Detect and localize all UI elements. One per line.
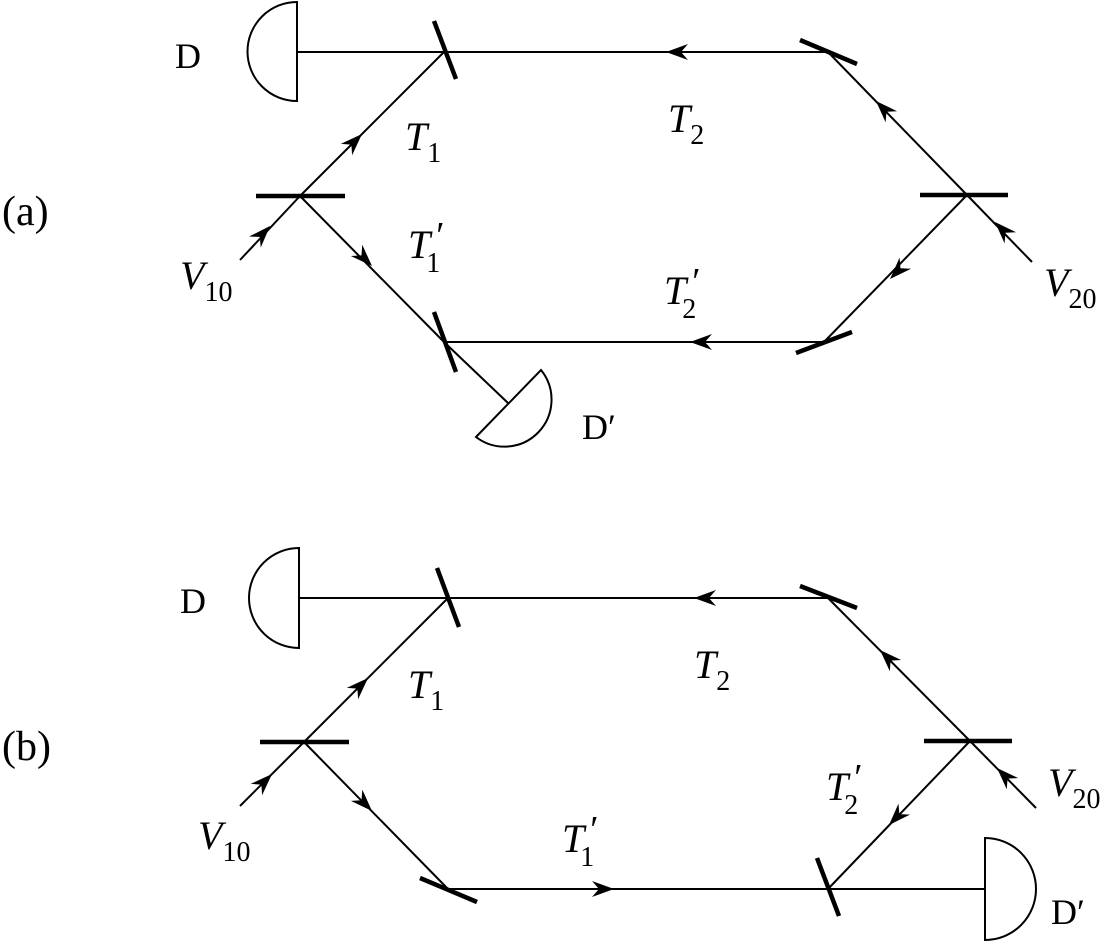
mirror-top-right — [799, 37, 858, 67]
panel-b-label: (b) — [2, 724, 51, 770]
panel-a: (a) — [2, 0, 1096, 448]
arrow-t1-prime — [350, 244, 378, 272]
beam-v10-input — [239, 195, 301, 261]
detector-d-prime — [474, 368, 553, 448]
beam-upper-right-diagonal — [827, 51, 968, 196]
beam-to-detector-d-prime — [443, 341, 509, 404]
panel-a-beams — [239, 51, 1033, 404]
panel-a-label: (a) — [2, 189, 49, 235]
panel-a-labels: D D′ T1 T1′ T2 T2′ V10 V20 — [175, 36, 1096, 447]
beam-upper-right-diagonal — [827, 597, 971, 742]
label-v20: V20 — [1044, 260, 1096, 315]
panel-a-detectors — [246, 0, 553, 448]
mirror-bottom-right — [795, 329, 853, 356]
panel-b: (b) — [2, 546, 1100, 942]
detector-d-prime — [984, 836, 1037, 942]
beam-splitter-top-recombine — [434, 567, 462, 628]
panel-a-optics — [256, 20, 1008, 373]
panel-b-labels: D D′ T1 T1′ T2 T2′ V10 V20 — [180, 581, 1100, 932]
beam-t1 — [303, 597, 449, 743]
label-t2: T2 — [694, 642, 730, 697]
beam-t1-prime — [299, 195, 445, 343]
label-t1-prime: T1′ — [562, 809, 599, 873]
detector-d-prime-label: D′ — [582, 407, 616, 447]
arrow-v10 — [249, 220, 276, 248]
label-t2: T2 — [668, 96, 704, 151]
label-t1: T1 — [405, 114, 441, 169]
beam-splitter-bottom-recombine — [814, 857, 842, 917]
mirror-bottom-left — [419, 875, 478, 905]
mirror-top-right — [799, 583, 858, 611]
beam-splitter-bottom-recombine — [431, 311, 459, 373]
detector-d — [246, 0, 298, 103]
arrow-v20 — [989, 216, 1017, 244]
panel-a-arrows — [249, 44, 1017, 350]
beam-t1 — [299, 51, 445, 197]
beam-splitter-top-recombine — [431, 20, 459, 80]
beam-lower-left-diagonal — [303, 741, 449, 890]
panel-b-optics — [260, 567, 1012, 917]
detector-d-label: D — [175, 36, 201, 76]
label-v10: V10 — [198, 813, 250, 868]
label-t2-prime: T2′ — [664, 261, 701, 325]
arrow-lower-right — [884, 257, 912, 285]
detector-d — [248, 546, 300, 650]
panel-b-arrows — [250, 590, 1019, 897]
label-v10: V10 — [180, 253, 232, 308]
label-t1-prime: T1′ — [408, 215, 445, 279]
panel-b-detectors — [248, 546, 1037, 942]
label-t2-prime: T2′ — [826, 757, 863, 821]
detector-d-prime-label: D′ — [1051, 892, 1085, 932]
panel-b-beams — [239, 597, 1037, 890]
label-v20: V20 — [1048, 760, 1100, 815]
label-t1: T1 — [408, 662, 444, 717]
detector-d-label: D — [180, 581, 206, 621]
